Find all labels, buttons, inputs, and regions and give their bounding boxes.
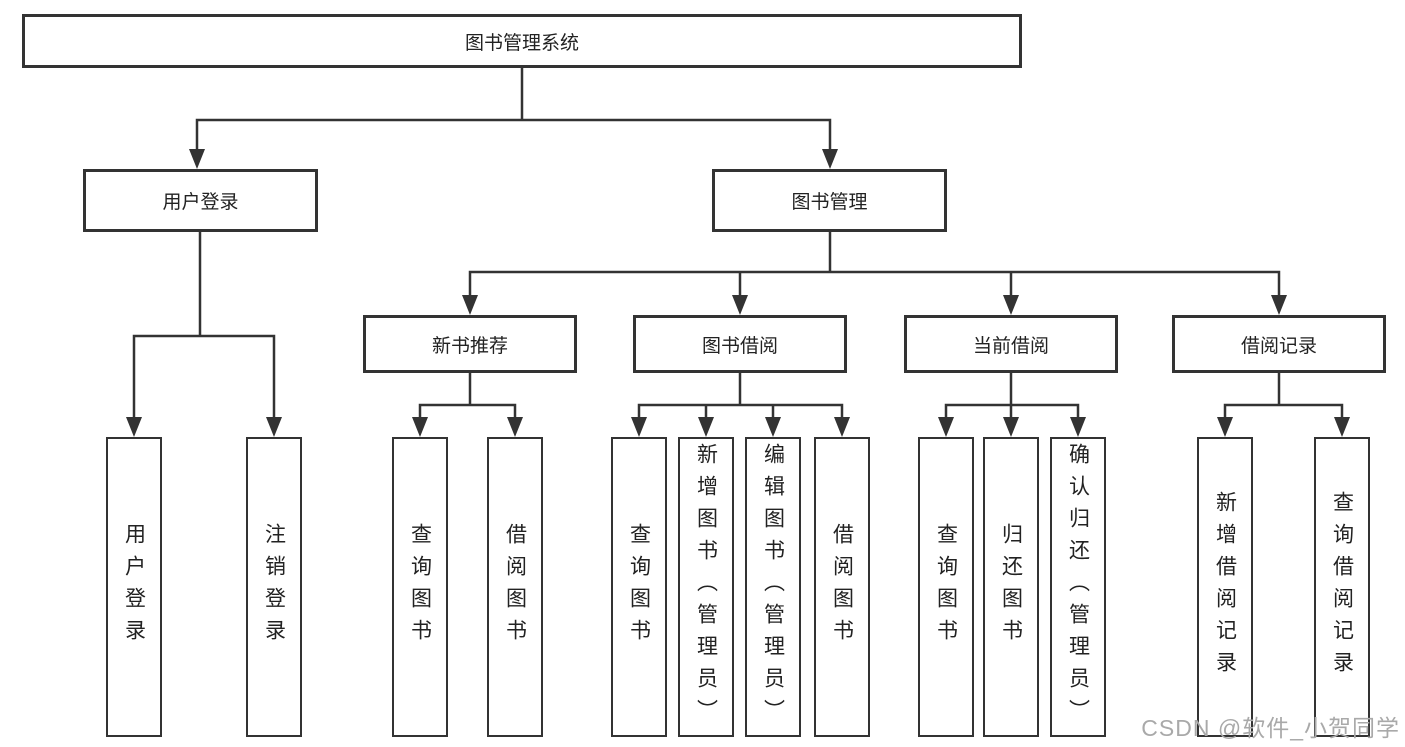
leaf-query-books-current: 查询图书 (918, 437, 974, 737)
node-new-book-recommend-label: 新书推荐 (431, 335, 508, 357)
node-borrow-records: 借阅记录 (1172, 315, 1386, 373)
leaf-logout-login: 注销登录 (246, 437, 302, 737)
leaf-add-borrow-record-label: 新增借阅记录 (1213, 491, 1237, 683)
leaf-query-books-borrow: 查询图书 (611, 437, 667, 737)
leaf-borrow-books-label: 借阅图书 (830, 523, 854, 651)
leaf-user-login: 用户登录 (106, 437, 162, 737)
node-root-system: 图书管理系统 (22, 14, 1022, 68)
leaf-add-books-admin: 新增图书（管理员） (678, 437, 734, 737)
leaf-borrow-books-recommend-label: 借阅图书 (503, 523, 527, 651)
watermark: CSDN @软件_小贺同学 (1141, 715, 1400, 741)
leaf-borrow-books: 借阅图书 (814, 437, 870, 737)
leaf-query-books-current-label: 查询图书 (934, 523, 958, 651)
leaf-query-books-recommend-label: 查询图书 (408, 523, 432, 651)
node-book-borrow: 图书借阅 (633, 315, 847, 373)
leaf-confirm-return-admin: 确认归还（管理员） (1050, 437, 1106, 737)
leaf-query-borrow-record: 查询借阅记录 (1314, 437, 1370, 737)
node-user-login-label: 用户登录 (162, 192, 239, 213)
leaf-edit-books-admin: 编辑图书（管理员） (745, 437, 801, 737)
node-book-borrow-label: 图书借阅 (701, 335, 778, 357)
leaf-query-borrow-record-label: 查询借阅记录 (1330, 491, 1354, 683)
leaf-query-books-borrow-label: 查询图书 (627, 523, 651, 651)
leaf-user-login-label: 用户登录 (122, 523, 146, 651)
leaf-add-books-admin-label: 新增图书（管理员） (694, 443, 718, 731)
node-root-label: 图书管理系统 (464, 32, 579, 54)
node-borrow-records-label: 借阅记录 (1240, 335, 1317, 357)
leaf-borrow-books-recommend: 借阅图书 (487, 437, 543, 737)
leaf-edit-books-admin-label: 编辑图书（管理员） (761, 443, 785, 731)
node-book-management: 图书管理 (712, 169, 947, 232)
leaf-add-borrow-record: 新增借阅记录 (1197, 437, 1253, 737)
node-current-borrow: 当前借阅 (904, 315, 1118, 373)
node-current-borrow-label: 当前借阅 (972, 335, 1049, 357)
leaf-return-books-label: 归还图书 (999, 523, 1023, 651)
leaf-return-books: 归还图书 (983, 437, 1039, 737)
leaf-query-books-recommend: 查询图书 (392, 437, 448, 737)
leaf-confirm-return-admin-label: 确认归还（管理员） (1066, 443, 1090, 731)
leaf-logout-login-label: 注销登录 (262, 523, 286, 651)
node-book-management-label: 图书管理 (791, 192, 868, 213)
node-new-book-recommend: 新书推荐 (363, 315, 577, 373)
node-user-login: 用户登录 (83, 169, 318, 232)
